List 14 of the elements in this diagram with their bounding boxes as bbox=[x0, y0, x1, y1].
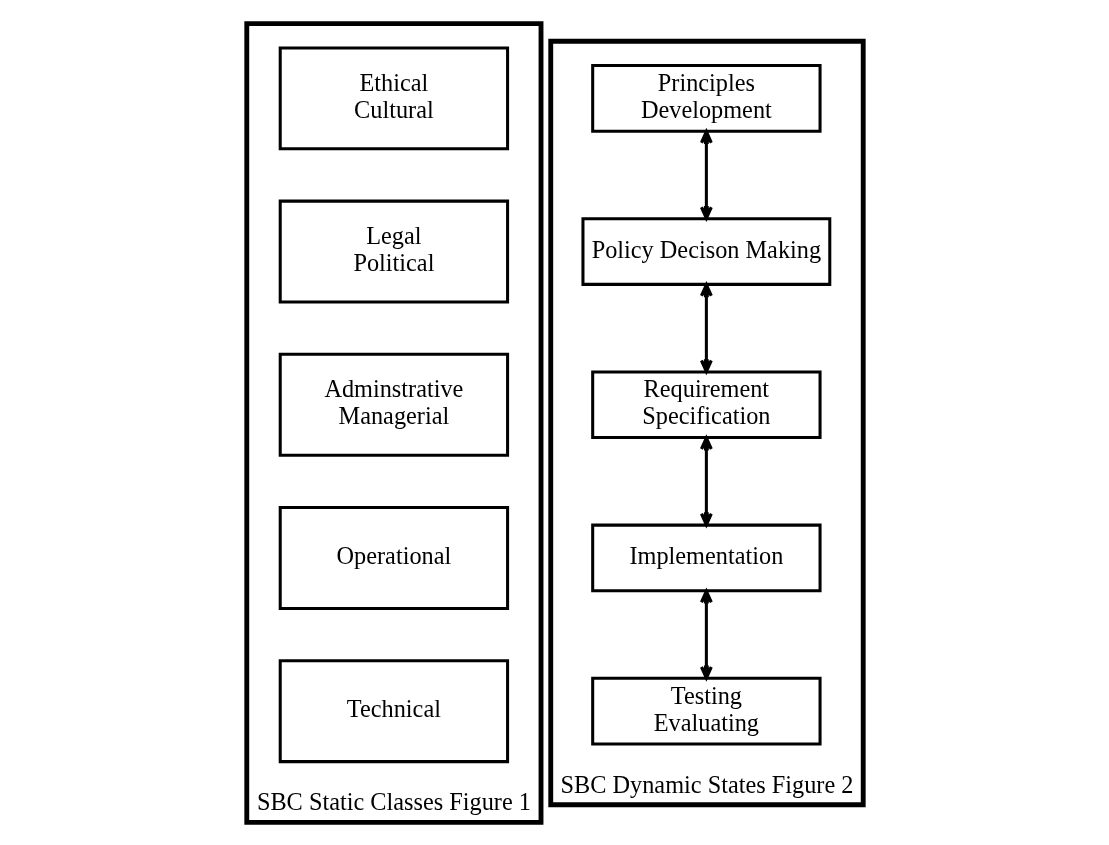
node-box: Adminstrative Managerial bbox=[278, 352, 509, 457]
node-box: Implementation bbox=[590, 523, 822, 592]
node-box: Requirement Specification bbox=[590, 369, 822, 439]
node-box: Ethical Cultural bbox=[278, 45, 509, 150]
node-box: Legal Political bbox=[278, 199, 509, 304]
node-box: Testing Evaluating bbox=[590, 676, 822, 745]
arrow bbox=[699, 282, 713, 373]
arrow bbox=[699, 129, 713, 220]
node-box: Policy Decison Making bbox=[580, 216, 831, 286]
node-box: Principles Development bbox=[590, 63, 822, 133]
node-box: Operational bbox=[278, 505, 509, 610]
arrow bbox=[699, 589, 713, 680]
node-box: Technical bbox=[278, 658, 509, 763]
arrow bbox=[699, 435, 713, 526]
